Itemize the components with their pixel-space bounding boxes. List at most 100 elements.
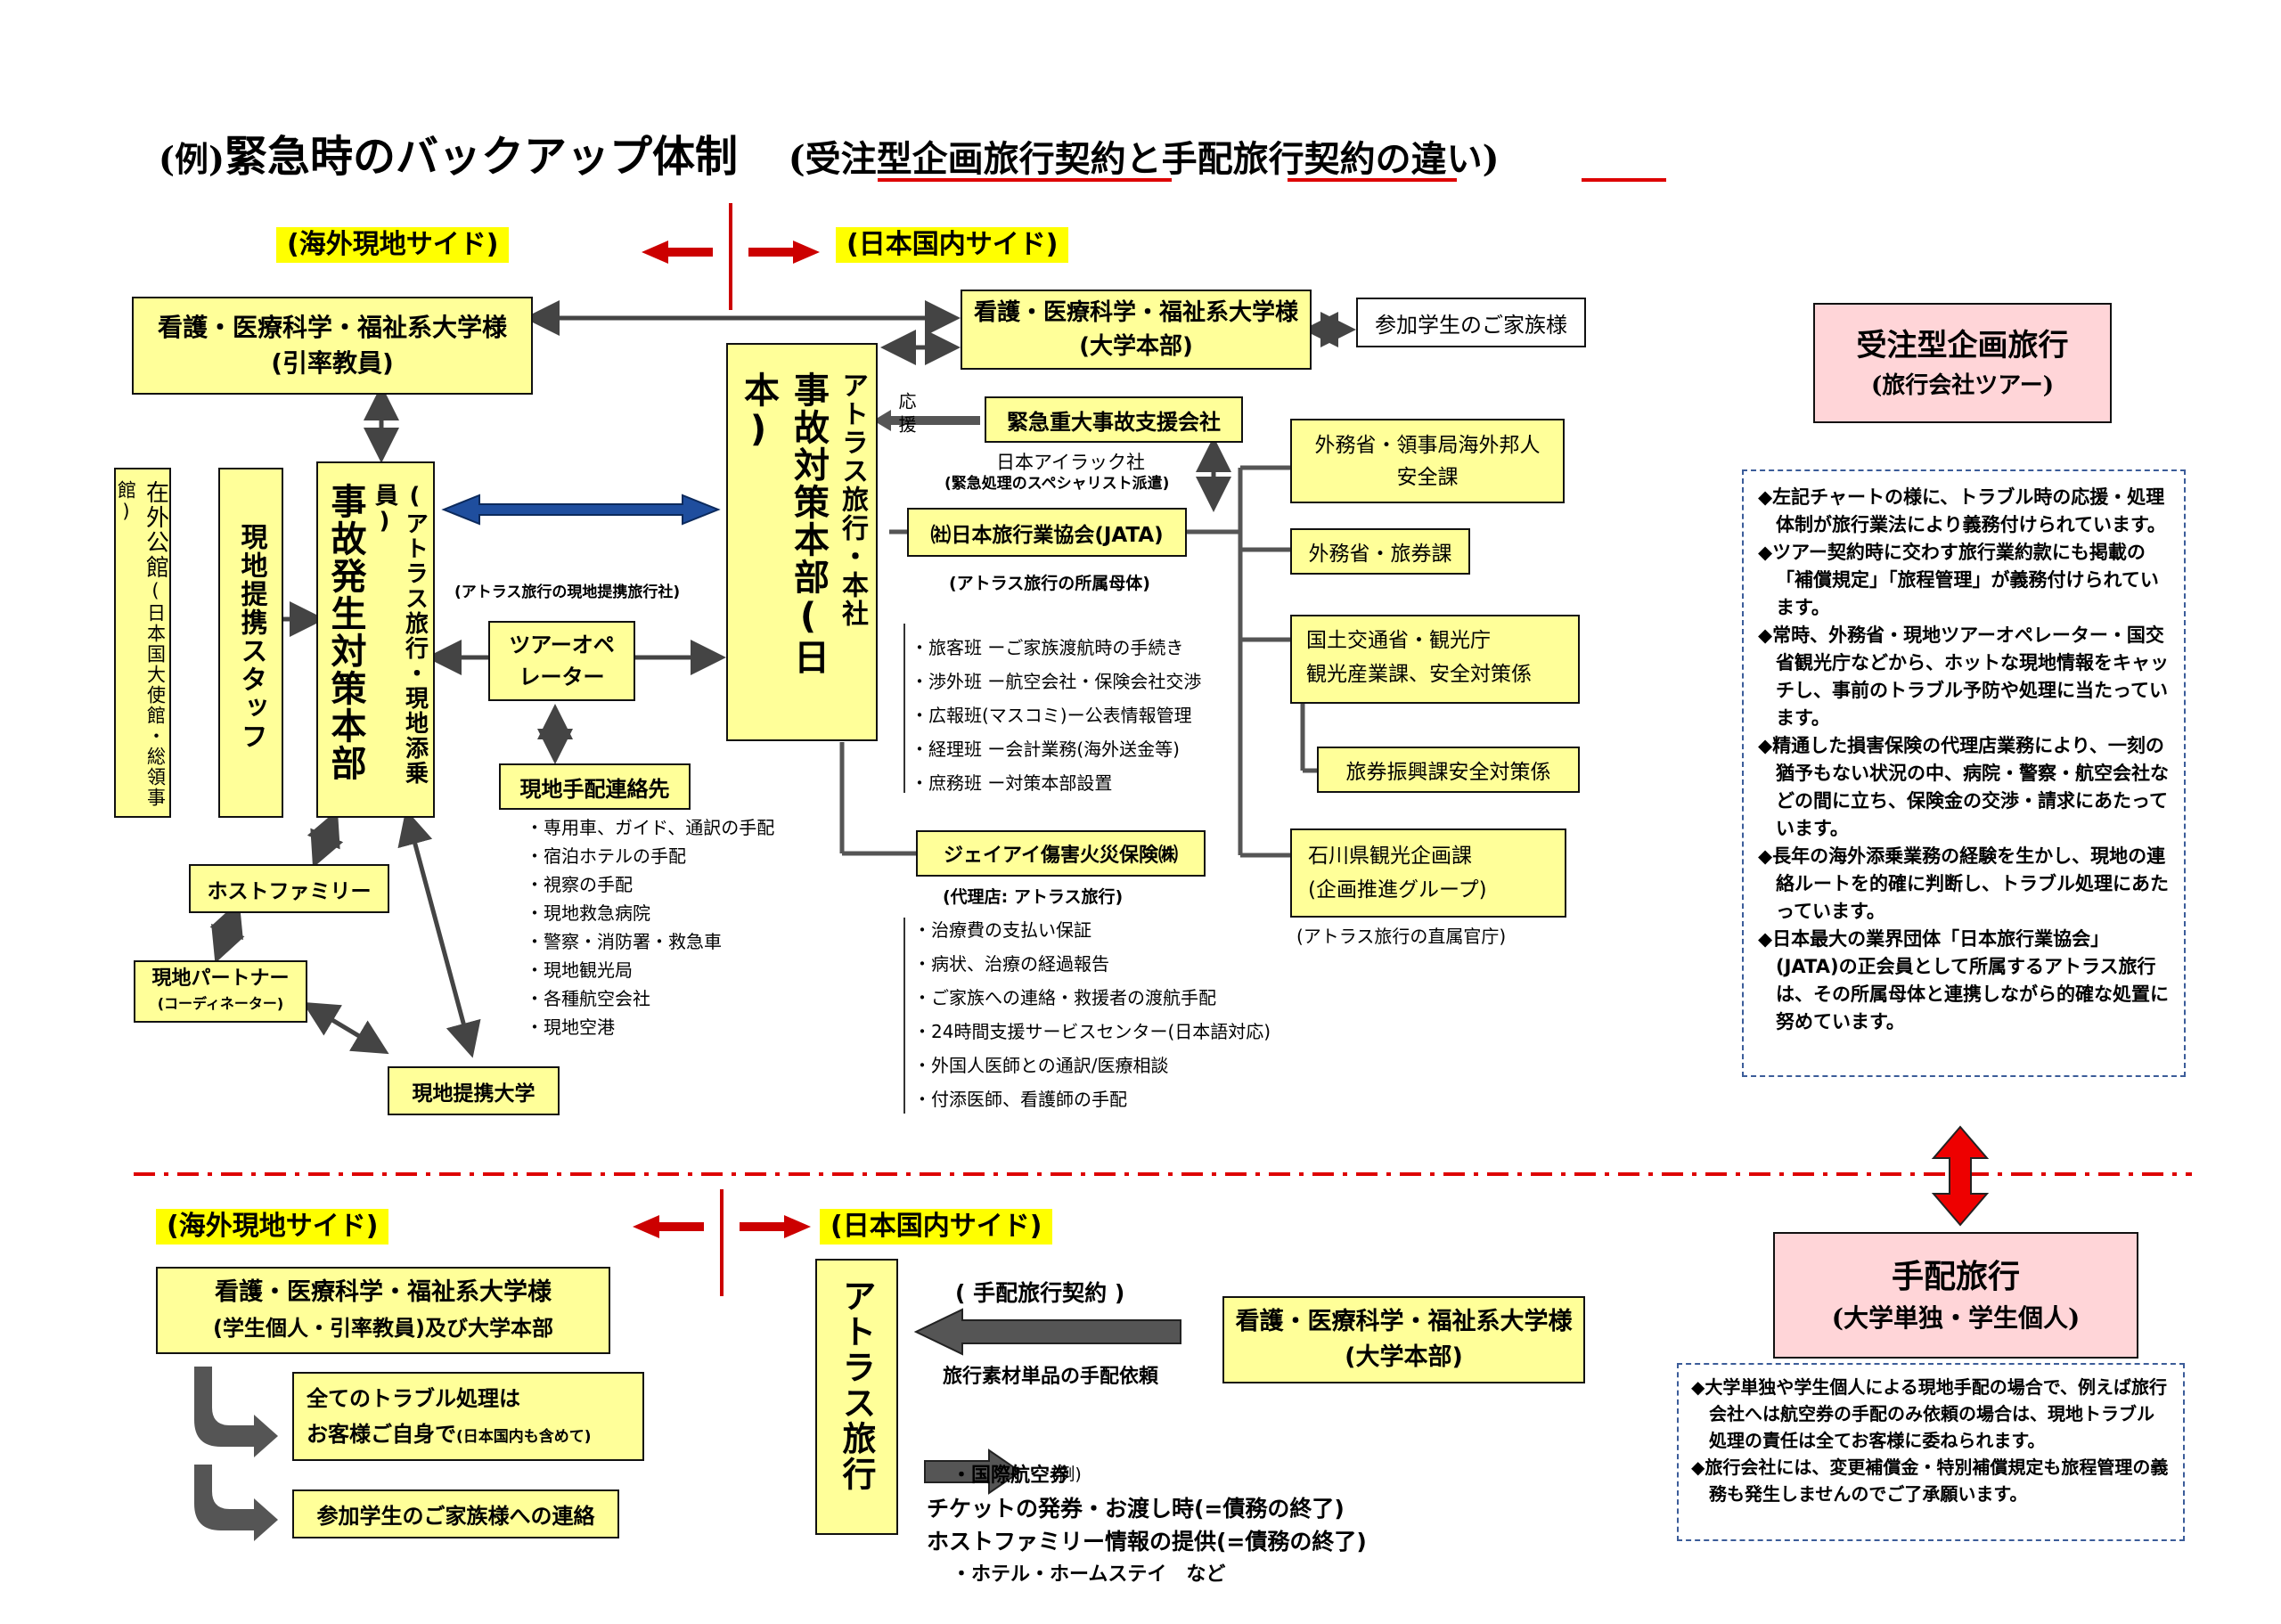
list-item: ・経理班 ー会計業務(海外送金等) [911,739,1180,760]
all-trouble-box: 全てのトラブル処理は お客様ご自身で(日本国内も含めて) [292,1372,644,1461]
top-side-divider [642,203,820,310]
ishikawa-line1: 石川県観光企画課 [1308,845,1472,868]
insurance-list: ・治療費の支払い保証 ・病状、治療の経過報告 ・ご家族への連絡・救援者の渡航手配… [913,913,1271,1116]
bottom-university-left-line2: (学生個人・引率教員)及び大学本部 [213,1316,553,1341]
local-hq-main: 事故発生対策本部 [324,483,366,782]
example-label: (例) [1051,1465,1082,1484]
ordered-tour-line1: 受注型企画旅行 [1856,327,2069,363]
title-underline-2 [1288,178,1457,182]
all-trouble-line2: お客様ご自身で [307,1422,456,1447]
ordered-notes-panel: ◆左記チャートの様に、トラブル時の応援・処理体制が旅行業法により義務付けられてい… [1742,469,2186,1077]
arranged-tour-line1: 手配旅行 [1891,1258,2020,1295]
japan-hq-sub: アトラス旅行・本社 [837,371,868,628]
bottom-university-right-box: 看護・医療科学・福祉系大学様 (大学本部) [1222,1296,1585,1383]
mofa-consular-box: 外務省・領事局海外邦人 安全課 [1290,419,1565,503]
list-item: ◆長年の海外添乗業務の経験を生かし、現地の連絡ルートを的確に判断し、トラブル処理… [1758,845,2169,922]
local-staff-box: 現地提携スタッフ [218,468,283,818]
bottom-university-right-line2: (大学本部) [1345,1343,1463,1371]
mofa-consular-line2: 安全課 [1396,465,1459,489]
local-contact-list: ・専用車、ガイド、通訳の手配 ・宿泊ホテルの手配 ・視察の手配 ・現地救急病院 … [526,813,774,1041]
list-item: ・渉外班 ー航空会社・保険会社交渉 [911,671,1202,692]
title-sub: (受注型企画旅行契約と手配旅行契約の違い) [788,138,1500,180]
university-left-line2: (引率教員) [271,348,394,378]
university-left-line1: 看護・医療科学・福祉系大学様 [157,313,507,342]
ishikawa-box: 石川県観光企画課 (企画推進グループ) [1290,828,1566,918]
list-item: ・現地空港 [526,1016,615,1038]
top-side-japan: (日本国内サイド) [836,227,1069,263]
list-item: ◆大学単独や学生個人による現地手配の場合で、例えば旅行会社へは航空券の手配のみ依… [1691,1376,2167,1451]
university-right-box: 看護・医療科学・福祉系大学様 (大学本部) [961,290,1312,370]
university-right-line1: 看護・医療科学・福祉系大学様 [973,299,1298,326]
blue-double-arrow [441,494,721,526]
all-trouble-line1: 全てのトラブル処理は [307,1386,520,1411]
list-item: ◆日本最大の業界団体「日本旅行業協会」(JATA)の正会員として所属するアトラス… [1758,928,2169,1032]
ouen-label: 応援 [895,392,917,438]
embassy-sub: (日本国大使館・総領事館) [115,480,167,808]
japan-hq-box: 事故対策本部(日本) アトラス旅行・本社 [726,343,878,741]
curve-arrow-1 [194,1367,278,1457]
list-item: ・各種航空会社 [526,988,650,1009]
debt-end-1: チケットの発券・お渡し時(=債務の終了) [927,1496,1345,1522]
title-main: 緊急時のバックアップ体制 [224,132,738,182]
list-item: ・広報班(マスコミ)ー公表情報管理 [911,705,1192,726]
local-hq-box: 事故発生対策本部 (アトラス旅行・現地添乗員) [316,461,435,818]
list-item: ・病状、治療の経過報告 [913,953,1109,975]
example-arrow [924,1449,1022,1495]
bottom-university-right-line1: 看護・医療科学・福祉系大学様 [1235,1308,1573,1335]
mlit-line2: 観光産業課、安全対策係 [1306,663,1532,686]
university-left-box: 看護・医療科学・福祉系大学様 (引率教員) [132,297,533,395]
request-list: ・国際航空券 ・ホテル・ホームステイ など [952,1393,1225,1624]
university-right-line2: (大学本部) [1079,333,1193,360]
team-list: ・旅客班 ーご家族渡航時の手続き ・渉外班 ー航空会社・保険会社交渉 ・広報班(… [911,631,1201,800]
list-item: ・外国人医師との通訳/医療相談 [913,1055,1169,1076]
list-item: ・庶務班 ー対策本部設置 [911,772,1113,794]
tour-operator-line1: ツアーオペ [509,632,615,657]
local-university-box: 現地提携大学 [388,1066,560,1115]
list-item: ◆精通した損害保険の代理店業務により、一刻の猶予もない状況の中、病院・警察・航空… [1758,735,2169,839]
ilac-note: (緊急処理のスペシャリスト派遣) [944,475,1170,493]
local-hq-sub: (アトラス旅行・現地添乗員) [371,483,429,786]
tour-operator-line2: レーター [519,665,605,690]
request-arrow [913,1308,1181,1356]
list-item: ◆左記チャートの様に、トラブル時の応援・処理体制が旅行業法により義務付けられてい… [1758,486,2166,535]
mofa-consular-line1: 外務省・領事局海外邦人 [1314,433,1541,457]
list-item: ・付添医師、看護師の手配 [913,1089,1127,1110]
curve-arrow-2 [194,1465,278,1541]
top-side-overseas: (海外現地サイド) [276,227,510,263]
local-staff-text: 現地提携スタッフ [235,523,267,751]
ordered-tour-line2: (旅行会社ツアー) [1870,371,2055,399]
list-item: ・国際航空券 [952,1465,1070,1487]
mlit-box: 国土交通省・観光庁 観光産業課、安全対策係 [1290,615,1580,704]
ouen-arrow [873,410,980,431]
bottom-side-divider [633,1189,811,1296]
all-trouble-line2-small: (日本国内も含めて) [456,1428,592,1446]
local-contact-box: 現地手配連絡先 [499,763,691,810]
ordered-notes-list: ◆左記チャートの様に、トラブル時の応援・処理体制が旅行業法により義務付けられてい… [1758,484,2170,1036]
list-item: ・24時間支援サービスセンター(日本語対応) [913,1021,1271,1042]
ilac-label: 日本アイラック社 [996,452,1145,473]
list-item: ・ホテル・ホームステイ など [952,1563,1226,1586]
host-family-box: ホストファミリー [189,864,389,913]
emergency-support-box: 緊急重大事故支援会社 [985,396,1243,443]
insurance-agent: (代理店: アトラス旅行) [943,887,1124,907]
embassy-main: 在外公館 [142,480,169,580]
title-underline-1 [878,178,1172,182]
insurance-box: ジェイアイ傷害火災保険㈱ [916,830,1206,877]
title-prefix: (例) [159,139,225,179]
title-underline-3 [1582,178,1666,182]
embassy-text: 在外公館(日本国大使館・総領事館) [113,480,173,816]
local-partner-line1: 現地パートナー [151,967,290,990]
ishikawa-line2: (企画推進グループ) [1308,878,1487,902]
arranged-notes-panel: ◆大学単独や学生個人による現地手配の場合で、例えば旅行会社へは航空券の手配のみ依… [1677,1363,2185,1541]
local-partner-line2: (コーディネーター) [157,995,284,1012]
bottom-university-left-line1: 看護・医療科学・福祉系大学様 [215,1278,552,1306]
arranged-tour-line2: (大学単独・学生個人) [1831,1303,2081,1333]
arranged-tour-box: 手配旅行 (大学単独・学生個人) [1773,1232,2138,1359]
list-item: ◆ツアー契約時に交わす旅行業約款にも掲載の「補償規定」「旅程管理」が義務付けられ… [1758,542,2159,618]
family-contact-box: 参加学生のご家族様への連絡 [292,1489,619,1538]
list-item: ◆旅行会社には、変更補償金・特別補償規定も旅程管理の義務も発生しませんのでご了承… [1691,1457,2169,1505]
mlit-line1: 国土交通省・観光庁 [1306,629,1491,652]
contract-label: ( 手配旅行契約 ) [955,1280,1125,1306]
debt-end-block: チケットの発券・お渡し時(=債務の終了) ホストファミリー情報の提供(=債務の終… [927,1492,1367,1558]
